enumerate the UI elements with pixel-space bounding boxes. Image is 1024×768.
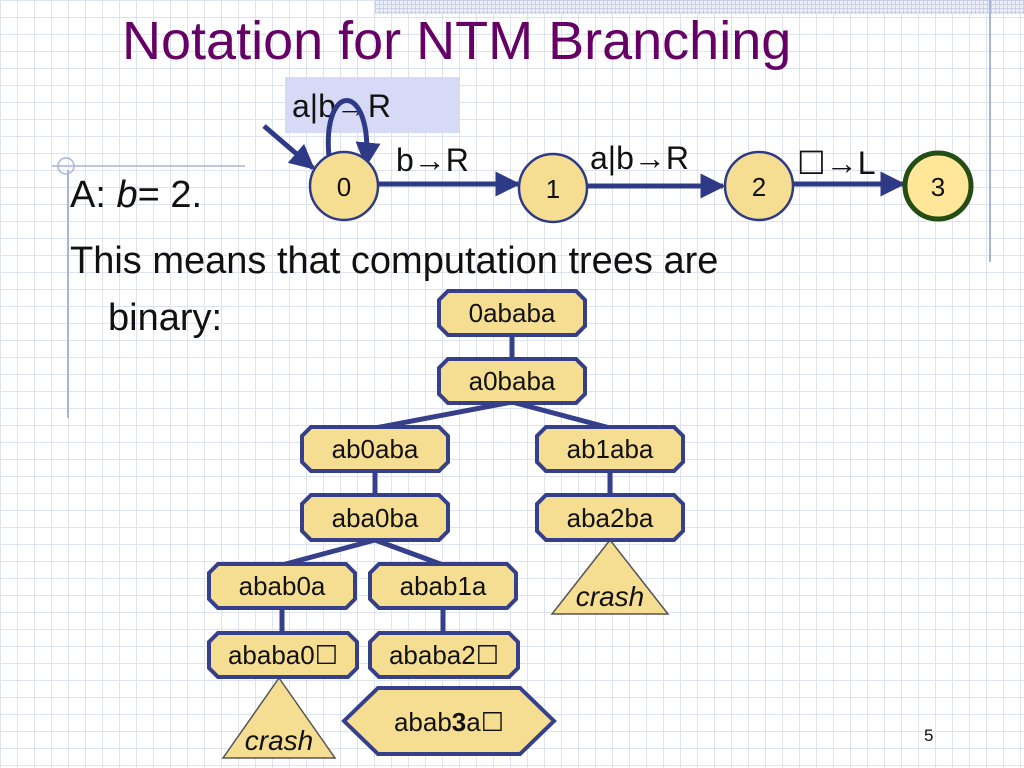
body-line-1: A: b= 2. bbox=[70, 174, 202, 217]
tree-node-n3: ab0aba bbox=[300, 425, 450, 473]
crash-label: crash bbox=[245, 725, 313, 756]
tree-node-label: ababa2☐ bbox=[389, 640, 499, 670]
tree-edges bbox=[279, 334, 613, 634]
start-arrow bbox=[262, 124, 315, 170]
crash-triangle-left: crash bbox=[221, 676, 337, 759]
slide-number: 5 bbox=[924, 726, 934, 745]
crash-triangle-right: crash bbox=[550, 538, 670, 615]
tree-node-label: aba2ba bbox=[567, 503, 654, 533]
branching-variable: b bbox=[116, 174, 138, 216]
tree-node-label: abab1a bbox=[400, 571, 487, 601]
crash-label: crash bbox=[576, 581, 644, 612]
label-loop-0: a|b→R bbox=[292, 88, 392, 124]
line-suffix: = 2. bbox=[137, 174, 203, 216]
tree-node-n6: aba2ba bbox=[535, 493, 685, 542]
accept-state: 3 bbox=[452, 707, 466, 737]
label-2-3: ☐→L bbox=[797, 145, 876, 181]
state-node-1: 1 bbox=[517, 152, 589, 224]
tree-node-n5: aba0ba bbox=[300, 493, 450, 542]
label-1-2: a|b→R bbox=[590, 140, 690, 176]
label-0-1: b→R bbox=[396, 142, 469, 178]
state-node-0: 0 bbox=[308, 150, 380, 222]
accept-suffix: a☐ bbox=[466, 707, 504, 737]
tree-node-n4: ab1aba bbox=[535, 425, 685, 473]
tree-node-label: 0ababa bbox=[469, 298, 556, 328]
state-node-2: 2 bbox=[723, 150, 795, 222]
tree-node-label: aba0ba bbox=[332, 503, 419, 533]
tree-node-label: ab0aba bbox=[332, 434, 419, 464]
state-label: 3 bbox=[931, 172, 945, 202]
top-pattern-band bbox=[375, 0, 1024, 14]
line-prefix: A: bbox=[70, 174, 117, 216]
slide-title: Notation for NTM Branching bbox=[122, 11, 792, 71]
tree-node-n9: ababa0☐ bbox=[207, 631, 359, 679]
body-line-3: binary: bbox=[108, 297, 223, 339]
tree-node-n10: ababa2☐ bbox=[368, 631, 520, 679]
tree-node-label: ababa0☐ bbox=[228, 640, 338, 670]
tree-node-label: abab0a bbox=[239, 571, 326, 601]
state-label: 0 bbox=[337, 172, 351, 202]
loop-label-highlight bbox=[285, 77, 460, 133]
tree-node-label: ab1aba bbox=[567, 434, 654, 464]
tree-node-label: a0baba bbox=[469, 366, 556, 396]
tree-node-n8: abab1a bbox=[368, 562, 518, 610]
guide-circle bbox=[57, 157, 75, 175]
state-label: 2 bbox=[752, 172, 766, 202]
state-node-3-accept: 3 bbox=[902, 150, 974, 222]
tree-node-accept: abab3a☐ bbox=[341, 686, 557, 756]
state-label: 1 bbox=[546, 174, 560, 204]
accept-prefix: abab bbox=[394, 707, 452, 737]
tree-node-n1: 0ababa bbox=[437, 289, 587, 337]
edge-loop-0 bbox=[325, 98, 381, 168]
tree-node-n2: a0baba bbox=[437, 357, 587, 405]
accept-config-label: abab3a☐ bbox=[394, 707, 504, 737]
tree-node-n7: abab0a bbox=[207, 562, 357, 610]
body-line-2: This means that computation trees are bbox=[70, 240, 719, 282]
